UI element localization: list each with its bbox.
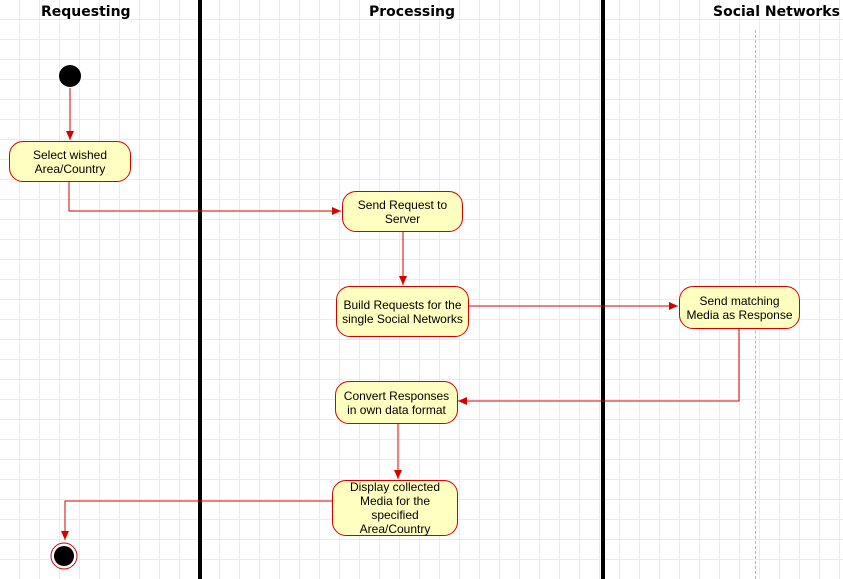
lane-header-requesting: Requesting — [41, 4, 131, 20]
lane-header-social-networks: Social Networks — [713, 4, 840, 20]
activity-convert-responses[interactable]: Convert Responses in own data format — [335, 381, 458, 424]
lane-divider-left — [198, 0, 202, 579]
edge-display-to-end — [61, 500, 332, 540]
lane-header-processing: Processing — [369, 4, 456, 20]
activity-select-area[interactable]: Select wished Area/Country — [9, 141, 131, 182]
end-node-core — [54, 546, 74, 566]
activity-build-requests[interactable]: Build Requests for the single Social Net… — [336, 286, 469, 337]
lane-divider-right — [601, 0, 605, 579]
edge-select-to-send-request — [68, 182, 341, 215]
activity-send-media[interactable]: Send matching Media as Response — [679, 286, 800, 329]
activity-send-request[interactable]: Send Request to Server — [342, 191, 463, 232]
start-node — [59, 65, 81, 87]
activity-display-media[interactable]: Display collected Media for the specifie… — [332, 480, 458, 536]
edge-send-media-to-convert — [458, 329, 740, 405]
